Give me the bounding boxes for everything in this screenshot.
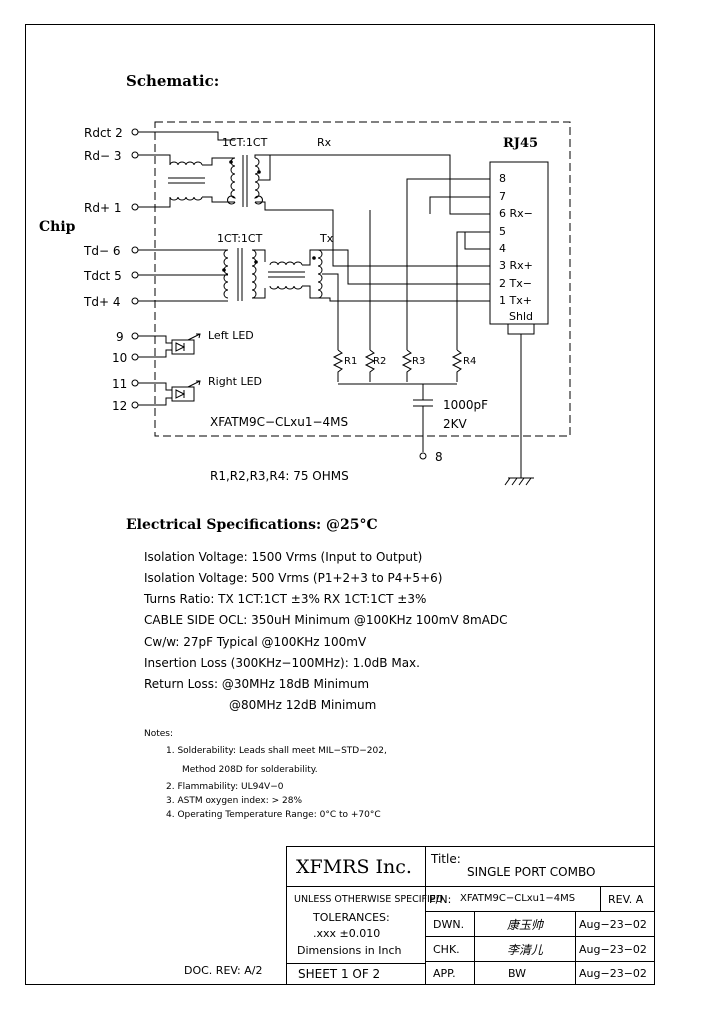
company-name: XFMRS Inc.: [296, 856, 412, 878]
rj45-pin-8: 8: [499, 172, 506, 185]
spec-line: Insertion Loss (300KHz−100MHz): 1.0dB Ma…: [144, 656, 420, 670]
sheet-text: SHEET 1 OF 2: [298, 967, 381, 981]
led-pin-12: 12: [112, 399, 128, 413]
pn-label: P/N:: [429, 893, 452, 906]
rx-label: Rx: [317, 136, 332, 149]
left-led: [138, 333, 201, 358]
app-label: APP.: [433, 967, 456, 980]
ground-symbol: [504, 477, 534, 486]
r2-label: R2: [373, 356, 387, 367]
pin-label-rd-minus: Rd− 3: [84, 149, 122, 163]
dwn-signature: 康玉帅: [507, 918, 544, 932]
dwn-date: Aug−23−02: [579, 918, 647, 931]
rdct-wire: [138, 131, 235, 141]
note-item: Method 208D for solderability.: [182, 765, 318, 775]
pin4-wire: [464, 232, 490, 250]
rj45-pin-7: 7: [499, 190, 506, 203]
rj45-pin-1: 1 Tx+: [499, 294, 532, 307]
spec-line: @80MHz 12dB Minimum: [229, 698, 377, 712]
dimensions-text: Dimensions in Inch: [297, 944, 402, 957]
part-label: XFATM9C−CLxu1−4MS: [210, 415, 349, 429]
pin-label-rd-plus: Rd+ 1: [84, 201, 122, 215]
title-label: Title:: [431, 852, 461, 866]
chip-pin-circles: [131, 128, 139, 409]
tolerances-label: TOLERANCES:: [313, 911, 390, 924]
doc-rev: DOC. REV: A/2: [184, 964, 263, 977]
rj45-pin-3: 3 Rx+: [499, 259, 533, 272]
capacitor: [413, 399, 433, 460]
rj45-pin-5: 5: [499, 225, 506, 238]
left-led-label: Left LED: [208, 329, 254, 342]
rj45-pin-6: 6 Rx−: [499, 207, 533, 220]
spec-line: Isolation Voltage: 1500 Vrms (Input to O…: [144, 550, 423, 564]
rj45-pin-ticks: [485, 178, 490, 302]
rj45-pin-2: 2 Tx−: [499, 277, 532, 290]
resistor-note: R1,R2,R3,R4: 75 OHMS: [210, 469, 349, 483]
rx-choke: [168, 157, 235, 203]
rj45-pin-4: 4: [499, 242, 506, 255]
title-value: SINGLE PORT COMBO: [467, 865, 596, 879]
right-led-label: Right LED: [208, 375, 263, 388]
tx-ratio-label: 1CT:1CT: [217, 232, 263, 245]
app-signature: BW: [508, 967, 527, 980]
chk-date: Aug−23−02: [579, 943, 647, 956]
polarity-dots: [222, 160, 316, 272]
electrical-heading: Electrical Specifications: @25°C: [126, 517, 378, 533]
module-outline: [154, 121, 571, 437]
cap-voltage: 2KV: [443, 417, 467, 431]
led-pin-10: 10: [112, 351, 128, 365]
rx-transformer: [227, 154, 490, 267]
tx-transformer: [223, 248, 266, 301]
tx-choke: [268, 249, 490, 350]
led-pin-9: 9: [116, 330, 124, 344]
rj45-label: RJ45: [503, 136, 539, 151]
notes-heading: Notes:: [144, 729, 174, 739]
pin-label-tdct: Tdct 5: [84, 269, 122, 283]
spec-line: Return Loss: @30MHz 18dB Minimum: [144, 677, 370, 691]
r4-label: R4: [463, 356, 477, 367]
cap-value: 1000pF: [443, 398, 489, 412]
right-led: [138, 380, 201, 406]
tolerance-value: .xxx ±0.010: [313, 927, 381, 940]
pin-label-td-plus: Td+ 4: [84, 295, 121, 309]
schematic-heading: Schematic:: [126, 72, 220, 90]
pin-label-td-minus: Td− 6: [84, 244, 121, 258]
shield-label: Shld: [509, 310, 533, 323]
note-item: 3. ASTM oxygen index: > 28%: [166, 796, 303, 806]
tx-label: Tx: [320, 232, 334, 245]
led-pin-11: 11: [112, 377, 128, 391]
rev-value: REV. A: [608, 893, 644, 906]
shield-tab: [507, 323, 535, 335]
app-date: Aug−23−02: [579, 967, 647, 980]
r3-label: R3: [412, 356, 426, 367]
chk-signature: 李清儿: [507, 943, 544, 957]
ground-pin-label: 8: [435, 450, 443, 464]
rd-plus-wire: [138, 197, 171, 208]
spec-line: Turns Ratio: TX 1CT:1CT ±3% RX 1CT:1CT ±…: [144, 592, 427, 606]
pin5-wire: [456, 231, 490, 350]
dwn-label: DWN.: [433, 918, 465, 931]
spec-line: Cw/w: 27pF Typical @100KHz 100mV: [144, 635, 367, 649]
spec-line: Isolation Voltage: 500 Vrms (P1+2+3 to P…: [144, 571, 443, 585]
r1-label: R1: [344, 356, 358, 367]
pin7-wire: [429, 196, 490, 214]
note-item: 4. Operating Temperature Range: 0°C to +…: [166, 810, 381, 820]
resistor-network: [332, 349, 463, 400]
pn-value: XFATM9C−CLxu1−4MS: [460, 893, 576, 904]
chip-label: Chip: [39, 219, 76, 235]
app-date-cell: [575, 961, 655, 985]
chk-label: CHK.: [433, 943, 460, 956]
pin-label-rdct: Rdct 2: [84, 126, 123, 140]
rx-ratio-label: 1CT:1CT: [222, 136, 268, 149]
pin8-wire: [406, 178, 490, 350]
rd-minus-wire: [138, 154, 171, 165]
note-item: 2. Flammability: UL94V−0: [166, 782, 284, 792]
note-item: 1. Solderability: Leads shall meet MIL−S…: [166, 746, 387, 756]
unless-text: UNLESS OTHERWISE SPECIFIED: [294, 894, 444, 905]
spec-line: CABLE SIDE OCL: 350uH Minimum @100KHz 10…: [144, 613, 508, 627]
